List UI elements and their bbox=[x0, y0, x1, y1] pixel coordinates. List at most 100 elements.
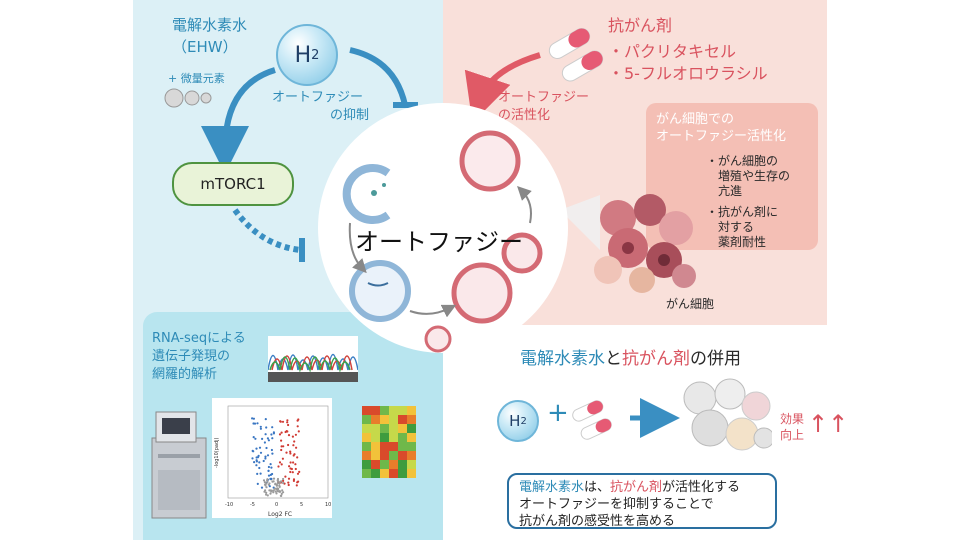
cancer-cells-label: がん細胞 bbox=[666, 297, 715, 311]
volcano-point bbox=[255, 456, 258, 459]
heatmap-cell bbox=[380, 442, 389, 451]
volcano-point bbox=[258, 446, 262, 449]
heatmap-cell bbox=[371, 406, 380, 415]
volcano-point bbox=[267, 465, 270, 469]
volcano-point bbox=[264, 418, 267, 421]
volcano-point bbox=[258, 466, 261, 470]
rna-line-2: 遺伝子発現の bbox=[152, 349, 231, 364]
volcano-point bbox=[264, 484, 267, 487]
volcano-point bbox=[282, 477, 285, 481]
volcano-point bbox=[287, 423, 290, 427]
volcano-point bbox=[273, 487, 277, 490]
volcano-point bbox=[296, 481, 299, 484]
combo-title-combination: の併用 bbox=[690, 349, 741, 369]
drug-activation-arrow bbox=[464, 52, 541, 123]
volcano-point bbox=[281, 420, 285, 423]
heatmap-cell bbox=[407, 460, 416, 469]
volcano-point bbox=[265, 446, 268, 450]
volcano-point bbox=[272, 480, 275, 483]
h2-to-mtorc1-arrow bbox=[201, 67, 276, 174]
volcano-point bbox=[267, 469, 270, 472]
volcano-point bbox=[282, 445, 285, 448]
volcano-point bbox=[259, 427, 262, 430]
volcano-point bbox=[256, 472, 259, 475]
volcano-xlabel: Log2 FC bbox=[268, 511, 292, 518]
volcano-point bbox=[271, 437, 274, 440]
volcano-point bbox=[282, 479, 285, 482]
volcano-point bbox=[265, 426, 268, 429]
volcano-point bbox=[274, 482, 277, 485]
volcano-point bbox=[253, 461, 256, 464]
volcano-point bbox=[284, 430, 287, 434]
volcano-point bbox=[264, 433, 267, 436]
volcano-point bbox=[280, 492, 283, 495]
heatmap-cell bbox=[380, 406, 389, 415]
volcano-point bbox=[285, 451, 288, 454]
volcano-point bbox=[268, 485, 271, 488]
volcano-point bbox=[287, 434, 291, 437]
heatmap-cell bbox=[362, 442, 371, 451]
bullet2-line1: ・抗がん剤に bbox=[706, 205, 779, 219]
faded-cancer-cells-illustration bbox=[683, 378, 772, 451]
summary-line-2: オートファジーを抑制することで bbox=[519, 497, 714, 512]
volcano-point bbox=[269, 489, 272, 492]
combo-h2-text: H bbox=[509, 412, 521, 430]
volcano-point bbox=[270, 448, 273, 452]
trace-element-icon bbox=[164, 88, 212, 108]
volcano-point bbox=[279, 480, 282, 483]
volcano-point bbox=[256, 422, 259, 425]
heatmap-cell bbox=[398, 460, 407, 469]
volcano-point bbox=[264, 489, 267, 492]
volcano-point bbox=[289, 470, 292, 474]
volcano-x-tick: -5 bbox=[250, 502, 255, 508]
volcano-point bbox=[277, 465, 280, 468]
bullet1-line1: ・がん細胞の bbox=[706, 154, 779, 168]
summary-activates: が活性化する bbox=[662, 480, 741, 495]
effect-label-1: 効果 bbox=[780, 412, 805, 426]
volcano-point bbox=[281, 457, 284, 460]
summary-box: 電解水素水は、抗がん剤が活性化する オートファジーを抑制することで 抗がん剤の感… bbox=[507, 473, 777, 529]
volcano-point bbox=[275, 483, 278, 487]
volcano-point bbox=[278, 485, 281, 488]
h2-inhibit-arrow bbox=[349, 47, 408, 106]
volcano-point bbox=[269, 473, 272, 476]
volcano-point bbox=[279, 490, 282, 493]
volcano-point bbox=[251, 417, 254, 420]
volcano-point bbox=[254, 437, 257, 440]
heatmap-cell bbox=[371, 451, 380, 460]
ehw-subtitle: （EHW） bbox=[172, 38, 238, 56]
volcano-point bbox=[284, 475, 287, 478]
volcano-point bbox=[289, 450, 292, 453]
bullet1-line2: 増殖や生存の bbox=[718, 169, 791, 183]
bullet1-line3: 亢進 bbox=[718, 184, 743, 198]
volcano-point bbox=[257, 454, 260, 457]
volcano-point bbox=[258, 461, 261, 464]
volcano-point bbox=[293, 440, 296, 443]
heatmap-cell bbox=[389, 424, 398, 433]
volcano-point bbox=[267, 439, 270, 442]
volcano-point bbox=[251, 457, 254, 460]
summary-line-3: 抗がん剤の感受性を高める bbox=[519, 514, 676, 529]
volcano-point bbox=[263, 441, 266, 444]
volcano-point bbox=[275, 492, 278, 495]
volcano-point bbox=[280, 448, 283, 452]
effect-label-2: 向上 bbox=[780, 428, 805, 442]
trace-element-label: + 微量元素 bbox=[168, 72, 225, 85]
heatmap-cell bbox=[371, 469, 380, 478]
suppress-label-1: オートファジー bbox=[272, 90, 364, 105]
volcano-point bbox=[266, 478, 269, 481]
volcano-point bbox=[281, 489, 284, 492]
volcano-point bbox=[287, 483, 290, 487]
heatmap-cell bbox=[362, 451, 371, 460]
volcano-point bbox=[279, 420, 282, 423]
combo-title-ehw: 電解水素水 bbox=[520, 349, 605, 369]
heatmap-cell bbox=[407, 469, 416, 478]
volcano-point bbox=[272, 489, 275, 492]
volcano-point bbox=[259, 451, 263, 454]
heatmap-cell bbox=[371, 460, 380, 469]
volcano-point bbox=[289, 461, 292, 464]
volcano-point bbox=[280, 463, 283, 466]
volcano-point bbox=[280, 445, 283, 448]
volcano-point bbox=[292, 444, 295, 447]
